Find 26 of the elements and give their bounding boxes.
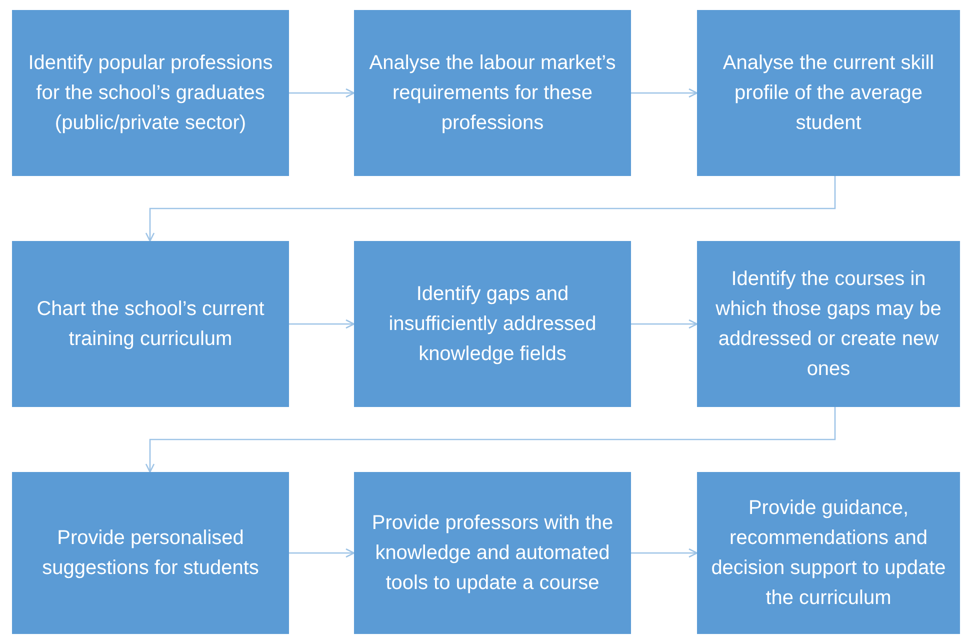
step-text: Identify popular professions for the school’s graduates (public/private sector) (27, 51, 274, 136)
process-box (697, 472, 960, 634)
step-text: Analyse the current skill profile of the average student (722, 51, 936, 136)
step-text: Identify the courses in which those gaps may be addressed or create new ones (714, 267, 942, 382)
arrow (631, 319, 698, 329)
process-box (354, 10, 631, 176)
process-box (697, 241, 960, 407)
process-box (12, 10, 289, 176)
arrow (145, 407, 836, 473)
step-text: Analyse the labour market’s requirements for these professions (368, 51, 617, 136)
process-box (12, 241, 289, 407)
arrow (289, 319, 355, 329)
arrow (631, 88, 698, 98)
step-text: Provide guidance, recommendations and decision support to update the curriculum (710, 496, 947, 611)
step-text: Provide personalised suggestions for students (41, 526, 260, 581)
arrow (145, 176, 836, 242)
step-text: Provide professors with the knowledge and automated tools to update a course (370, 511, 614, 596)
arrow (289, 88, 355, 98)
arrow (631, 548, 698, 558)
process-box (354, 472, 631, 634)
step-text: Chart the school’s current training curriculum (36, 297, 266, 352)
step-text: Identify gaps and insufficiently addressed knowledge fields (388, 282, 598, 367)
process-box (12, 472, 289, 634)
arrow (289, 548, 355, 558)
process-box (697, 10, 960, 176)
process-box (354, 241, 631, 407)
